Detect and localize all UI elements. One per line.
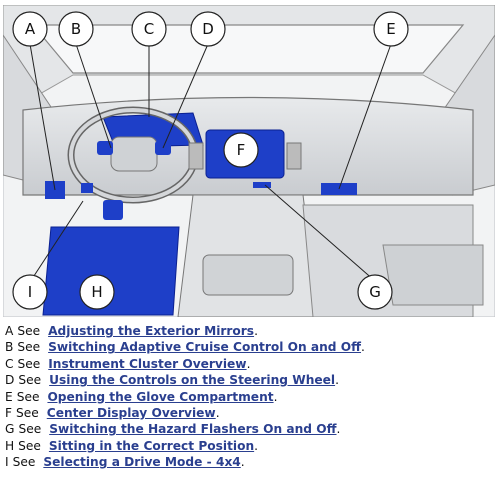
- legend-link[interactable]: Adjusting the Exterior Mirrors: [48, 324, 255, 338]
- callout-circle: [12, 274, 48, 310]
- see-label: See: [18, 373, 42, 388]
- see-label: See: [16, 405, 39, 420]
- callout-f: F: [223, 132, 259, 168]
- callout-letter: C: [144, 20, 154, 38]
- legend-letter: D: [5, 373, 15, 388]
- callout-circle: [223, 132, 259, 168]
- callout-c: C: [131, 11, 167, 47]
- legend-link[interactable]: Switching Adaptive Cruise Control On and…: [48, 340, 362, 355]
- see-label: See: [18, 422, 42, 437]
- callout-letter: E: [386, 20, 395, 38]
- callout-e: E: [373, 11, 409, 47]
- callout-letter: D: [202, 20, 214, 38]
- callout-b: B: [58, 11, 94, 47]
- legend-letter: I: [5, 455, 9, 470]
- callout-circle: [79, 274, 115, 310]
- legend-link[interactable]: Sitting in the Correct Position: [48, 438, 255, 453]
- callout-circle: [131, 11, 167, 47]
- callout-d: D: [190, 11, 226, 47]
- legend-letter: H: [5, 438, 15, 453]
- callout-circle: [190, 11, 226, 47]
- legend-letter: E: [5, 389, 13, 404]
- see-label: See: [12, 455, 36, 470]
- callout-h: H: [79, 274, 115, 310]
- callout-i: I: [12, 274, 48, 310]
- callout-circle: [12, 11, 48, 47]
- legend-link[interactable]: Selecting a Drive Mode - 4x4: [43, 455, 241, 470]
- legend-letter: C: [5, 356, 14, 371]
- legend-letter: F: [5, 405, 13, 420]
- see-label: See: [17, 340, 41, 355]
- callout-a: A: [12, 11, 48, 47]
- callout-letter: F: [237, 141, 246, 159]
- see-label: See: [17, 324, 41, 338]
- callout-circle: [58, 11, 94, 47]
- callout-letter: I: [28, 283, 32, 301]
- callout-letter: G: [369, 283, 381, 301]
- callout-letter: H: [91, 283, 102, 301]
- see-label: See: [17, 356, 41, 371]
- callout-letter: B: [71, 20, 81, 38]
- callout-circle: [373, 11, 409, 47]
- see-label: See: [16, 389, 40, 404]
- legend-link[interactable]: Switching the Hazard Flashers On and Off: [49, 422, 337, 437]
- legend-link[interactable]: Using the Controls on the Steering Wheel: [49, 373, 336, 388]
- legend-letter: G: [5, 422, 15, 437]
- callout-letter: A: [25, 20, 36, 38]
- interior-illustration: A B C D E F G H I: [2, 4, 496, 318]
- interior-drawing: A B C D E F G H I: [2, 4, 496, 318]
- callout-circle: [357, 274, 393, 310]
- legend-link[interactable]: Instrument Cluster Overview: [48, 356, 247, 371]
- legend-link[interactable]: Center Display Overview: [46, 405, 216, 420]
- see-label: See: [18, 438, 41, 453]
- legend-link[interactable]: Opening the Glove Compartment: [47, 389, 274, 404]
- callout-g: G: [357, 274, 393, 310]
- legend-letter: B: [5, 340, 14, 355]
- legend-letter: A: [5, 324, 14, 338]
